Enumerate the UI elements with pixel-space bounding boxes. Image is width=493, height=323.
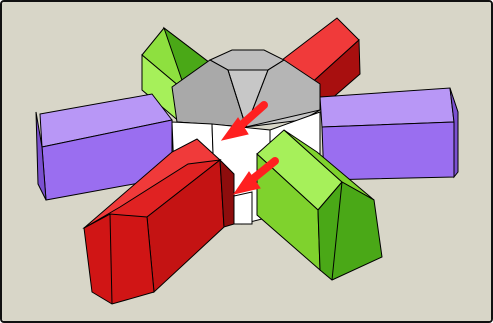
purple-wing-right[interactable] [320, 88, 458, 180]
3d-viewport[interactable] [2, 2, 491, 321]
hub-wall-bottom-notch [234, 192, 252, 224]
purple-right-side-face [322, 122, 454, 180]
red-front-left-end [84, 214, 154, 304]
model-canvas[interactable] [2, 2, 491, 321]
